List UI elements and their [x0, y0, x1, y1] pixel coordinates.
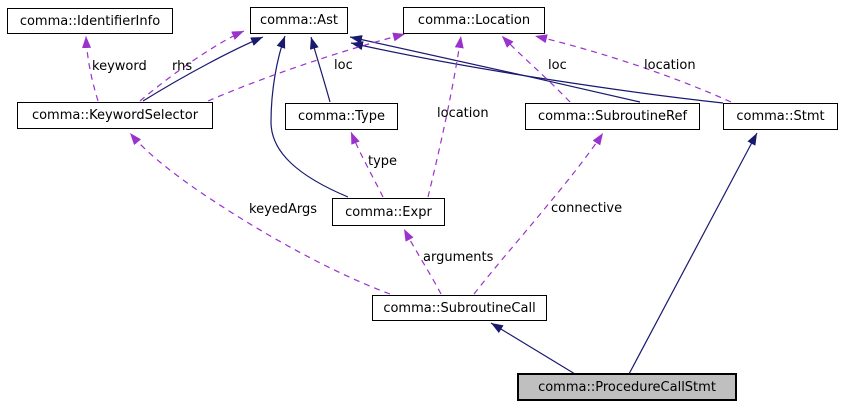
edge-inheritance-stmt-ast: [350, 41, 724, 104]
node-subroutinecall[interactable]: comma::SubroutineCall: [372, 295, 547, 321]
node-procedurecallstmt: comma::ProcedureCallStmt: [517, 373, 737, 401]
node-ast[interactable]: comma::Ast: [250, 7, 348, 34]
edge-usage-location-stmt: [534, 34, 732, 103]
edge-label-keyedargs: keyedArgs: [249, 202, 318, 217]
edge-usage-type: [350, 131, 384, 198]
edge-inheritance-procedurecallstmt-subroutinecall: [490, 322, 576, 375]
edge-label-arguments: arguments: [423, 250, 494, 265]
edge-usage-keyword: [82, 35, 99, 102]
edge-usage-loc-keywordselector: [207, 32, 406, 102]
edge-label-location-stmt: location: [644, 58, 696, 73]
edge-inheritance-subroutineref-ast: [349, 35, 641, 103]
node-type[interactable]: comma::Type: [285, 103, 398, 130]
node-location[interactable]: comma::Location: [403, 7, 545, 34]
edge-label-loc-keywordselector: loc: [334, 58, 353, 73]
edge-inheritance-type-ast: [309, 36, 331, 103]
edge-usage-rhs: [139, 30, 245, 102]
edge-usage-keyedargs: [129, 132, 391, 295]
node-keywordselector[interactable]: comma::KeywordSelector: [17, 102, 213, 129]
edge-label-type: type: [368, 154, 398, 169]
edge-usage-connective: [473, 132, 604, 295]
edge-label-rhs: rhs: [172, 59, 193, 74]
node-identifierinfo[interactable]: comma::IdentifierInfo: [7, 8, 173, 34]
edge-label-loc-subroutineref: loc: [548, 58, 567, 73]
edge-inheritance-keywordselector-ast: [142, 36, 264, 102]
edge-label-keyword: keyword: [92, 59, 147, 74]
node-expr[interactable]: comma::Expr: [332, 198, 445, 226]
edge-label-connective: connective: [551, 201, 623, 216]
edge-inheritance-expr-ast: [270, 35, 349, 198]
edge-label-location-expr: location: [437, 106, 489, 121]
node-subroutineref[interactable]: comma::SubroutineRef: [525, 103, 700, 130]
node-stmt[interactable]: comma::Stmt: [723, 103, 838, 130]
edge-inheritance-procedurecallstmt-stmt: [628, 132, 758, 375]
edge-usage-location-expr: [427, 35, 464, 198]
edge-usage-arguments: [403, 228, 442, 295]
